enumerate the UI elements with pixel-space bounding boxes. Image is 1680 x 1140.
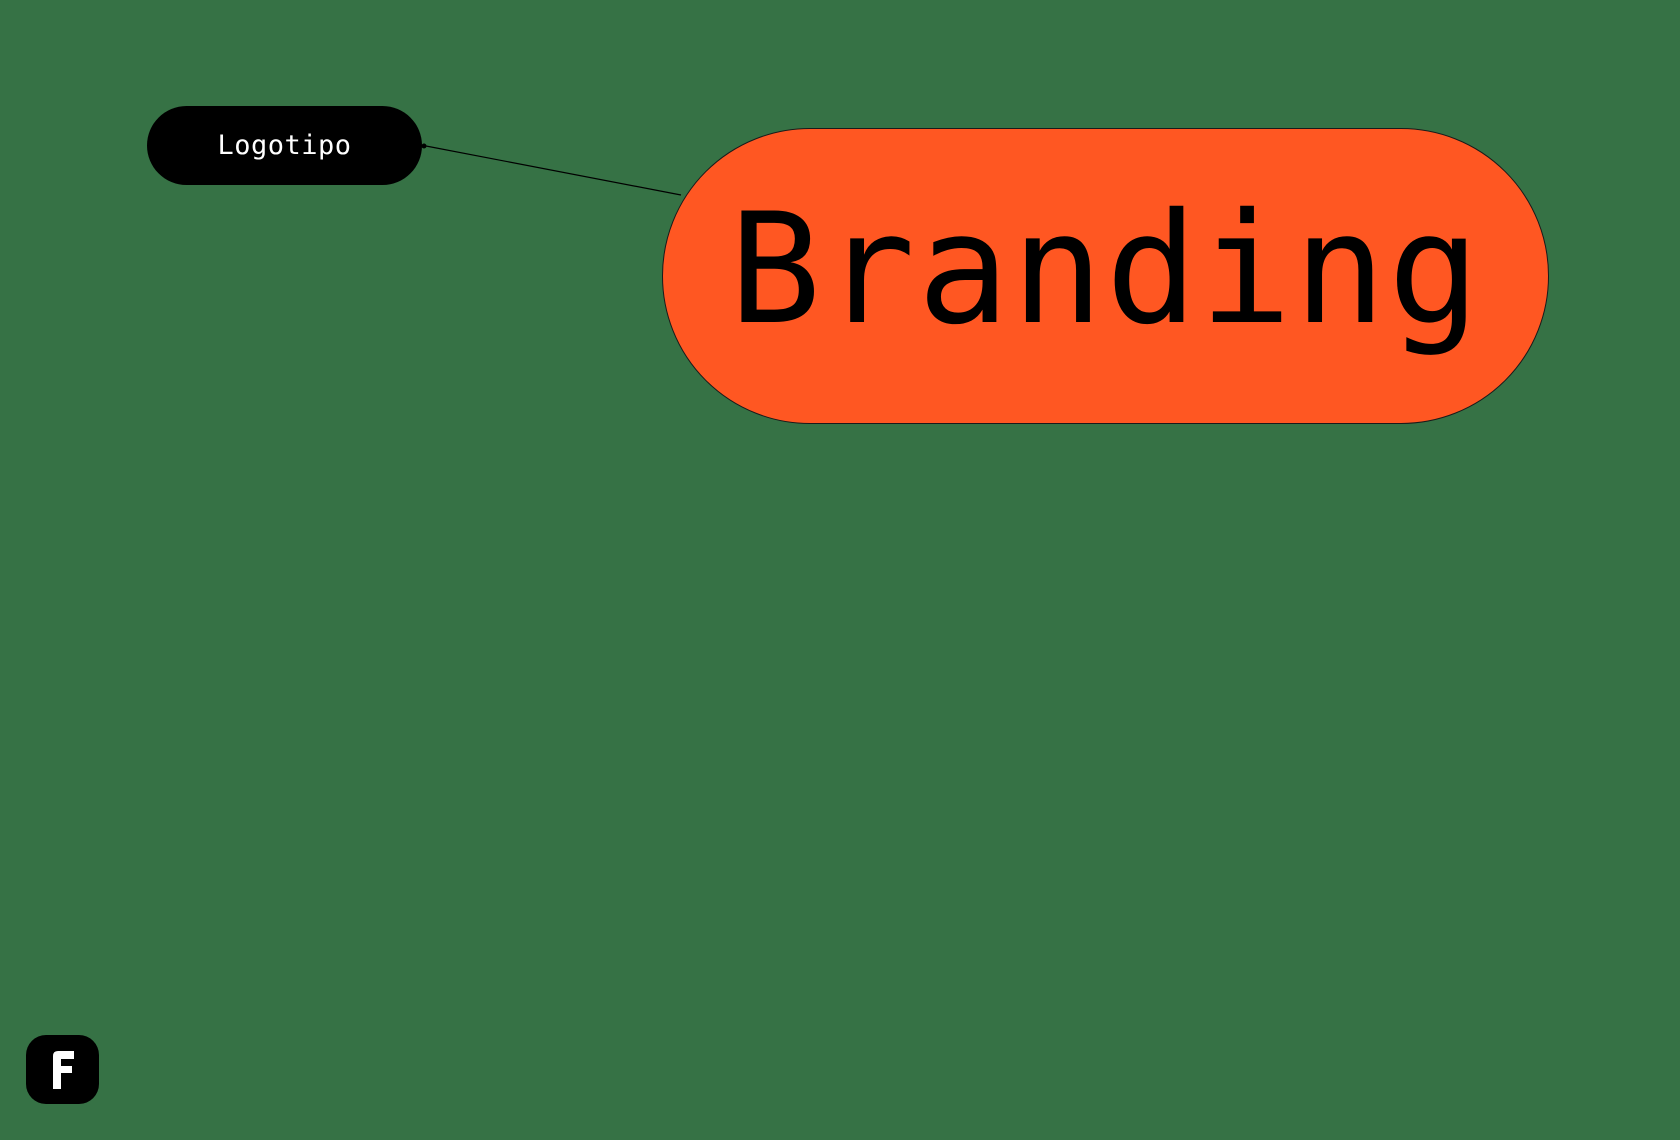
node-branding[interactable]: Branding	[662, 128, 1549, 424]
node-logotipo-label: Logotipo	[217, 130, 352, 161]
connector-line	[425, 145, 682, 196]
brand-logo[interactable]	[26, 1035, 99, 1104]
f-logo-icon	[53, 1051, 74, 1089]
node-logotipo[interactable]: Logotipo	[147, 106, 422, 185]
node-branding-label: Branding	[729, 180, 1482, 359]
connector-arrowhead	[421, 143, 427, 149]
